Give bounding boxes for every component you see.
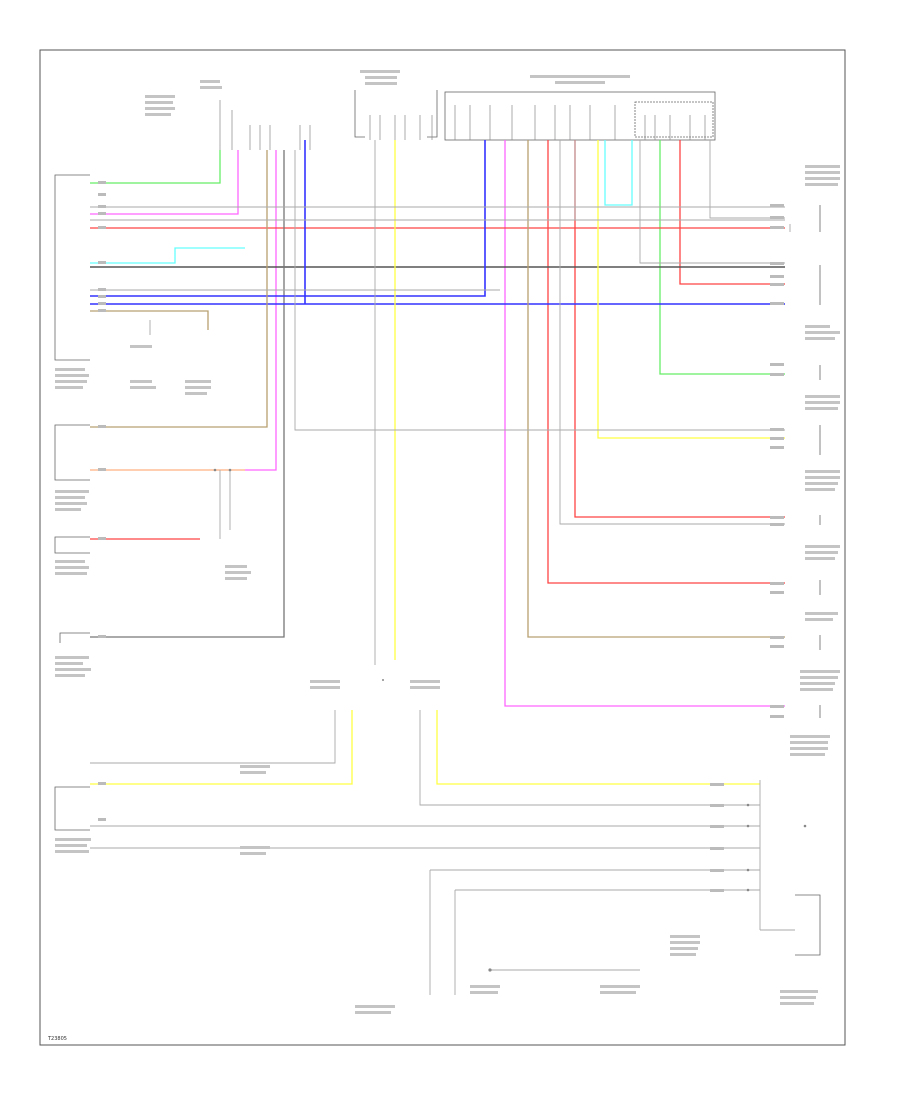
wire-green-right xyxy=(659,140,785,375)
wire-black-2 xyxy=(90,150,285,638)
wire-green-top xyxy=(90,150,221,184)
wire-yellow-4 xyxy=(436,710,760,785)
wire-red-4 xyxy=(547,140,785,584)
wire-pink-3 xyxy=(504,140,785,707)
top-connector-stubs xyxy=(219,100,706,150)
wire-yellow-2 xyxy=(597,140,785,439)
wire-gray-group xyxy=(90,140,795,995)
main-body-ecu-inner xyxy=(634,101,714,138)
main-body-ecu-box xyxy=(444,91,716,141)
junction-dots xyxy=(213,468,807,972)
footer-code: T23805 xyxy=(47,1036,67,1042)
junction-connector-left xyxy=(354,90,365,138)
tire-pressure-receiver-box xyxy=(54,424,90,481)
pin-label-marks xyxy=(98,181,784,892)
hybrid-ecu-box xyxy=(54,786,90,831)
component-outlines xyxy=(54,90,821,956)
wire-cyan-2 xyxy=(604,140,633,206)
wire-tan-3 xyxy=(527,140,785,638)
wires xyxy=(90,100,795,995)
dlc3-box xyxy=(54,536,90,554)
wire-tan-2 xyxy=(90,150,268,428)
wire-pink-2 xyxy=(245,150,277,471)
junction-block-box xyxy=(795,894,821,956)
page-border xyxy=(39,49,846,1046)
wire-blue-1 xyxy=(90,140,486,297)
wire-red-2 xyxy=(679,140,785,285)
junction-connector-right xyxy=(427,90,438,138)
skid-control-ecu-box xyxy=(54,174,90,361)
component-caption-marks xyxy=(55,70,840,1014)
wire-yellow-3 xyxy=(90,710,353,785)
wire-pink-1 xyxy=(90,150,239,215)
wire-tan-1 xyxy=(90,310,209,330)
wire-red-3 xyxy=(574,140,785,518)
pressure-sensor-box xyxy=(59,632,90,643)
wire-cyan-1 xyxy=(90,247,245,264)
